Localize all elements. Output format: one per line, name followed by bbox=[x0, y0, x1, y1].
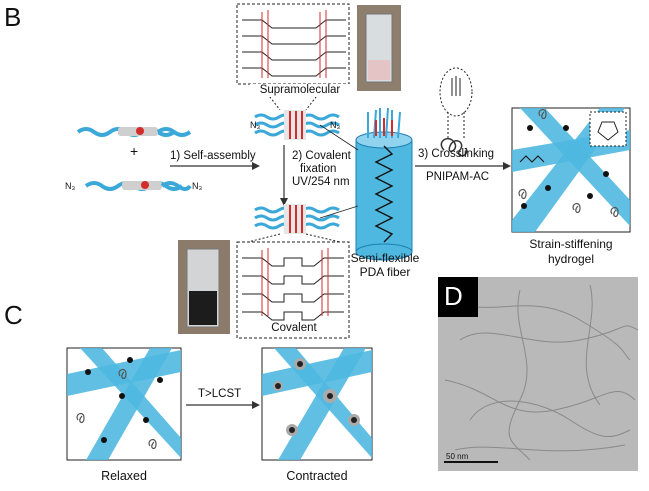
step2-line1: 2) Covalent bbox=[292, 150, 351, 162]
relaxed-network-box bbox=[66, 347, 182, 461]
step2-line3: UV/254 nm bbox=[292, 176, 350, 188]
pda-fiber-cylinder bbox=[355, 107, 413, 261]
supramolecular-label: Supramolecular bbox=[250, 84, 350, 97]
monomer-top bbox=[76, 127, 192, 137]
contracted-label: Contracted bbox=[286, 469, 348, 483]
monomer-bottom bbox=[84, 181, 192, 191]
step2-line2: fixation bbox=[300, 163, 337, 175]
fiber-label-line1: Semi-flexible bbox=[350, 251, 420, 265]
panel-d-label-bg bbox=[438, 277, 478, 317]
panel-label-c: C bbox=[4, 300, 23, 330]
hydrogel-network-box bbox=[511, 107, 631, 233]
panel-label-b: B bbox=[4, 2, 22, 32]
panel-label-d: D bbox=[444, 281, 463, 311]
plus-sign: + bbox=[130, 143, 139, 159]
contracted-network-box bbox=[261, 347, 373, 461]
lcst-label: T>LCST bbox=[198, 388, 242, 400]
hydrogel-label-line2: hydrogel bbox=[547, 252, 595, 266]
n3-supra-right: N₃ bbox=[330, 120, 341, 130]
scale-bar-label: 50 nm bbox=[446, 452, 469, 461]
step3-line2: PNIPAM-AC bbox=[426, 171, 490, 183]
covalent-assembly bbox=[254, 204, 340, 234]
hydrogel-label-line1: Strain-stiffening bbox=[529, 237, 613, 251]
n3-left-label: N₃ bbox=[65, 181, 76, 191]
pnipam-coil bbox=[440, 138, 468, 157]
step3-line1: 3) Crosslinking bbox=[418, 148, 495, 160]
fiber-label-line2: PDA fiber bbox=[359, 265, 411, 279]
covalent-label: Covalent bbox=[254, 322, 334, 335]
supramolecular-assembly bbox=[254, 110, 340, 140]
n3-right-label: N₃ bbox=[192, 181, 203, 191]
pnipam-zoom-ellipse bbox=[439, 67, 473, 117]
n3-supra-left: N₃ bbox=[250, 120, 261, 130]
tem-micrograph bbox=[438, 277, 639, 471]
relaxed-label: Relaxed bbox=[101, 469, 147, 483]
step1-label: 1) Self-assembly bbox=[170, 150, 256, 162]
